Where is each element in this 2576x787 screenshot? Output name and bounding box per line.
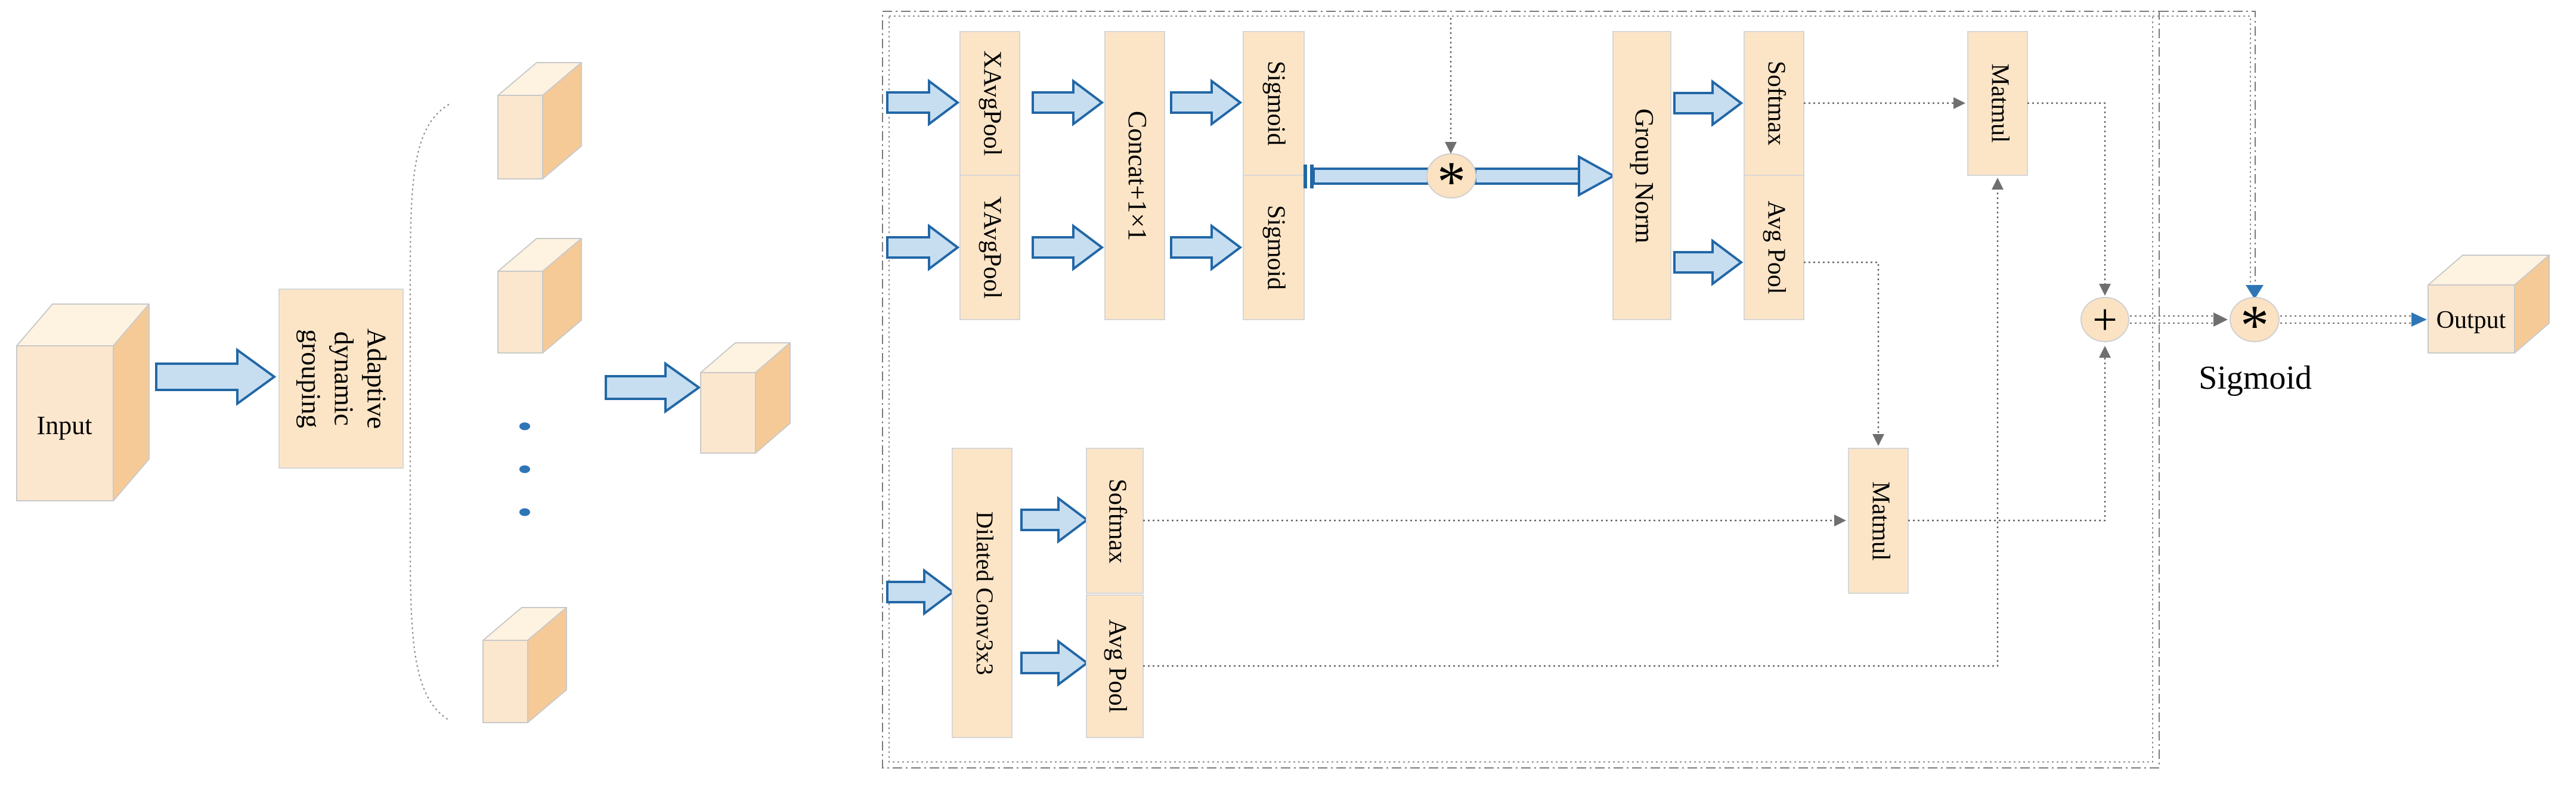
matmul-bottom-box: Matmul (1848, 448, 1909, 594)
sigmoid-bottom-box: Sigmoid (1243, 175, 1305, 320)
add-symbol: + (2092, 296, 2117, 345)
brace-icon (409, 104, 450, 721)
residual-line-dotted (2153, 16, 2251, 286)
avgpool-top-to-matmul-bottom-line (1804, 261, 1880, 435)
matmul-top-label: Matmul (1986, 64, 2013, 143)
yavgpool-box: YAvgPool (959, 175, 1020, 320)
avgpool-top-to-matmul-bottom-arrowhead-icon (1872, 434, 1884, 446)
avgpool-bottom-box: Avg Pool (1086, 594, 1144, 738)
arrow-dilated-to-avgpool (1020, 639, 1089, 687)
softmax-top-box: Softmax (1744, 31, 1804, 176)
matmul-bottom-to-add-line (1908, 357, 2106, 522)
reweight-pipe (1304, 154, 1617, 197)
add-circle: + (2080, 296, 2129, 345)
concat-box: Concat+1×1 (1104, 31, 1165, 320)
input-label: Input (37, 411, 92, 440)
sigmoid-top-label: Sigmoid (1262, 61, 1289, 145)
arrow-xavgpool-to-concat (1032, 79, 1104, 126)
avgpool-top-box: Avg Pool (1744, 175, 1804, 320)
multiply-out-symbol: * (2240, 293, 2269, 357)
ellipsis-dots-icon (519, 422, 530, 516)
adaptive-grouping-line3: grouping (296, 329, 326, 428)
add-to-multiply-line (2130, 315, 2213, 324)
arrow-input-to-grouping (155, 348, 277, 406)
group-cube-1 (497, 62, 582, 179)
residual-to-multiply-arrowhead-icon (1445, 142, 1457, 154)
arrow-gn-to-avgpool (1673, 238, 1744, 286)
arrow-gn-to-softmax (1673, 79, 1744, 127)
xavgpool-label: XAvgPool (978, 51, 1005, 156)
matmul-top-box: Matmul (1967, 31, 2028, 176)
softmax-bottom-box: Softmax (1086, 448, 1144, 594)
arrow-yavgpool-to-concat (1032, 224, 1104, 271)
groupnorm-box: Group Norm (1612, 31, 1671, 320)
yavgpool-label: YAvgPool (978, 196, 1005, 299)
add-to-multiply-arrowhead-icon (2213, 312, 2228, 327)
sigmoid-bottom-label: Sigmoid (1262, 205, 1289, 290)
adaptive-grouping-line2: dynamic (329, 331, 359, 426)
softmax-bottom-to-matmul-arrowhead-icon (1834, 515, 1846, 526)
group-cube-3 (482, 607, 567, 723)
groupnorm-label: Group Norm (1630, 109, 1659, 243)
sigmoid-activation-label: Sigmoid (2199, 360, 2312, 396)
selected-group-cube (700, 342, 791, 454)
arrow-groups-to-selected (605, 361, 701, 414)
matmul-bottom-label: Matmul (1866, 482, 1894, 561)
adaptive-grouping-line1: Adaptive (361, 329, 392, 429)
concat-label: Concat+1×1 (1123, 111, 1152, 241)
softmax-top-to-matmul-arrowhead-icon (1953, 97, 1965, 109)
arrow-into-xavgpool (886, 79, 960, 126)
residual-arrowhead-icon (2246, 285, 2264, 299)
sigmoid-top-box: Sigmoid (1243, 31, 1305, 176)
module-border-inner (888, 16, 2153, 763)
avgpool-bottom-to-matmul-top-arrowhead-icon (1992, 178, 2004, 190)
arrow-concat-to-sigmoid-bottom (1170, 224, 1243, 271)
multiply-circle: * (1426, 150, 1476, 213)
multiply-to-output-arrowhead-icon (2411, 312, 2427, 327)
softmax-top-label: Softmax (1762, 61, 1789, 145)
arrow-concat-to-sigmoid-top (1170, 79, 1243, 126)
arrow-into-dilated (886, 568, 955, 616)
avgpool-top-label: Avg Pool (1762, 201, 1789, 295)
input-cube: Input (16, 303, 150, 501)
multiply-symbol: * (1437, 150, 1466, 213)
output-cube: Output (2428, 255, 2550, 354)
matmul-top-to-add-arrowhead-icon (2099, 284, 2111, 296)
arrow-into-yavgpool (886, 224, 960, 271)
xavgpool-box: XAvgPool (959, 31, 1020, 176)
output-label: Output (2436, 306, 2506, 334)
matmul-top-to-add-line (2027, 102, 2106, 285)
adaptive-grouping-box: Adaptive dynamic grouping (278, 289, 404, 469)
softmax-bottom-label: Softmax (1103, 479, 1131, 563)
arrow-dilated-to-softmax (1020, 496, 1089, 544)
group-cube-2 (497, 238, 582, 354)
dilated-conv-box: Dilated Conv3x3 (952, 448, 1013, 738)
multiply-to-output-line (2280, 315, 2411, 324)
multiply-out-circle: * (2230, 293, 2280, 357)
residual-line-dashdot (2159, 11, 2256, 286)
matmul-bottom-to-add-arrowhead-icon (2099, 346, 2111, 358)
avgpool-bottom-label: Avg Pool (1103, 619, 1131, 713)
dilated-conv-label: Dilated Conv3x3 (971, 512, 998, 675)
avgpool-bottom-to-matmul-top-line (1143, 188, 1999, 667)
